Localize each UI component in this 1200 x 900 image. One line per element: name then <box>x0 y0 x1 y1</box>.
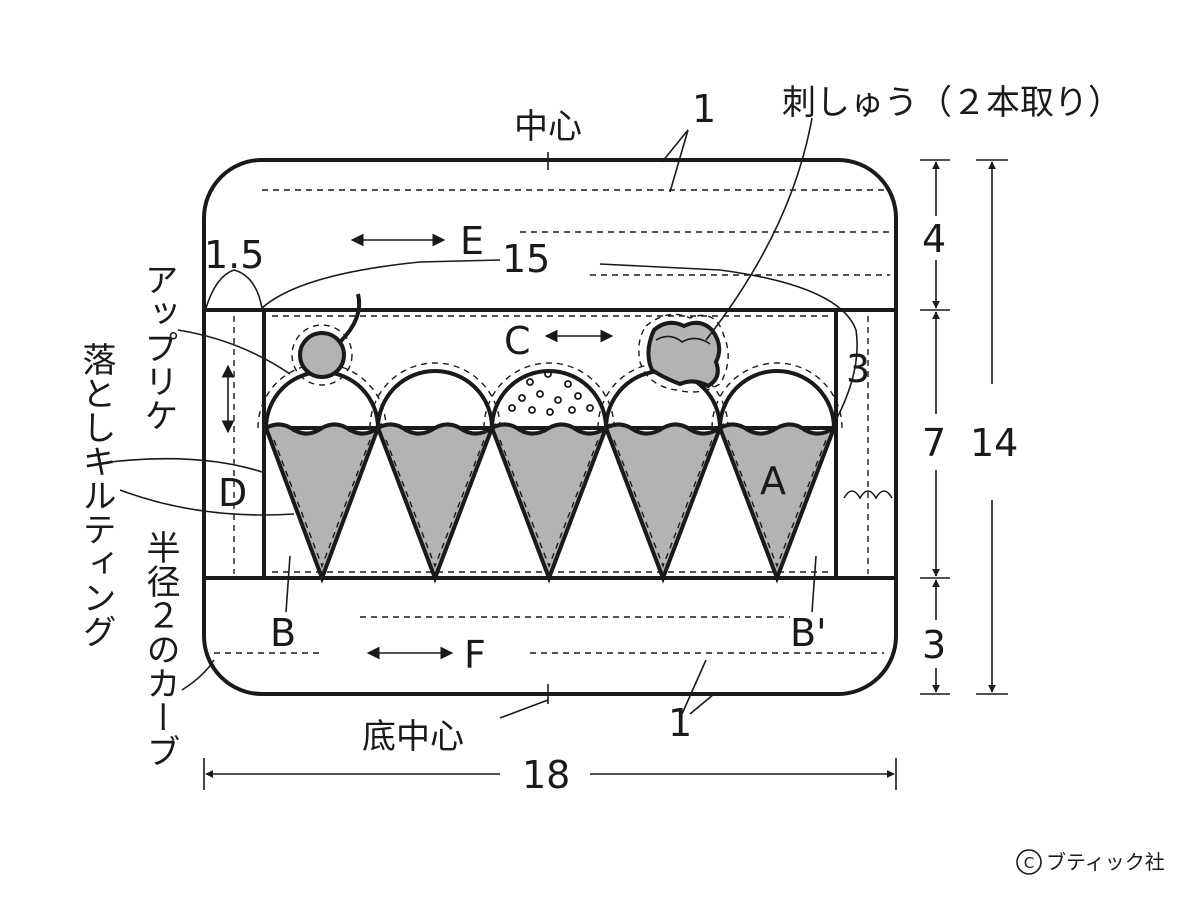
cone-3 <box>489 422 611 584</box>
label-side-width: 1.5 <box>204 233 264 277</box>
label-bottom-center: 底中心 <box>362 717 464 757</box>
label-part-d: D <box>218 471 247 515</box>
label-top-height: 4 <box>922 217 946 261</box>
copyright-icon <box>1016 849 1042 875</box>
label-drop-quilting: 落としキルティング <box>76 342 116 648</box>
sprinkles <box>508 370 594 416</box>
label-part-b: B <box>270 611 296 655</box>
scoop-2 <box>375 369 495 430</box>
svg-text:C: C <box>1024 854 1034 872</box>
label-total-width: 18 <box>522 753 570 797</box>
top-quilting-lines <box>262 189 890 276</box>
label-part-b-prime: B' <box>790 611 827 655</box>
seam-1-leader-top <box>661 129 689 193</box>
label-part-a: A <box>760 459 786 503</box>
cone-5 <box>717 422 839 584</box>
scoop-1 <box>263 370 381 430</box>
b-prime-leader <box>811 555 817 613</box>
curve-leader <box>181 659 215 691</box>
bottom-quilting-lines <box>214 616 884 654</box>
cone-4 <box>603 422 725 584</box>
label-total-height: 14 <box>970 421 1018 465</box>
label-middle-height: 7 <box>922 421 946 465</box>
width-dimension <box>203 758 897 790</box>
label-embroidery: 刺しゅう（２本取り） <box>782 83 1122 123</box>
drop-quilting-leader-2 <box>119 489 295 516</box>
embroidery-leader <box>705 117 813 341</box>
label-inner-width: 15 <box>502 237 550 281</box>
label-applique: アップリケ <box>138 262 178 432</box>
chocolate <box>646 320 722 389</box>
label-seam-bottom: 1 <box>668 701 692 745</box>
applique-leader <box>177 329 291 375</box>
label-seam-top: 1 <box>692 87 716 131</box>
label-center: 中心 <box>514 107 582 147</box>
cherry-stem <box>338 293 362 344</box>
b-leader <box>285 555 291 613</box>
scoop-5 <box>717 369 837 430</box>
scoop-3 <box>489 369 609 430</box>
label-curve: 半径２のカーブ <box>140 530 180 768</box>
height-dimensions <box>920 159 1008 695</box>
cone-1 <box>263 422 383 584</box>
ice-cream-cones <box>257 293 843 584</box>
cherry <box>298 331 346 379</box>
bottom-center-leader <box>499 699 549 719</box>
dim-15-line <box>261 259 858 421</box>
label-part-e: E <box>460 219 484 263</box>
label-bottom-height: 3 <box>922 623 946 667</box>
dim-1.5-line <box>205 269 263 309</box>
cone-2 <box>375 422 497 584</box>
label-part-f: F <box>464 633 486 677</box>
label-side-gap: 3 <box>846 347 870 391</box>
quilting-mark <box>843 490 893 500</box>
label-part-c: C <box>504 319 531 363</box>
seam-1-leader-bottom <box>681 659 715 715</box>
drop-quilting-leader-1 <box>109 457 263 473</box>
label-copyright: ブティック社 <box>1046 850 1165 874</box>
pouch-outline <box>202 158 898 696</box>
